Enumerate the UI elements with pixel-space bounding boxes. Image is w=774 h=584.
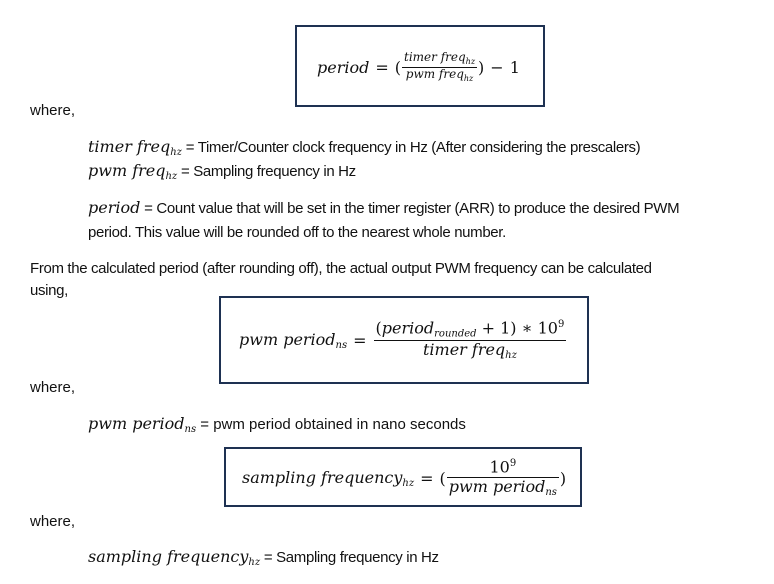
paragraph-line2: using, (30, 282, 68, 299)
open-paren: ( (394, 57, 402, 77)
formula-lhs: pwm periodns (239, 330, 347, 351)
definition-term: period (88, 198, 141, 217)
definition-term: pwm freqhz (88, 161, 178, 182)
formula-period: period = ( timer freqhz pwm freqhz ) − 1 (317, 49, 520, 85)
definition-term: sampling frequencyhz (88, 547, 261, 568)
term-text: pwm freq (88, 161, 166, 180)
definition-desc-line1: = Count value that will be set in the ti… (140, 200, 680, 217)
denominator: pwm periodns (447, 476, 559, 499)
formula-period-box: period = ( timer freqhz pwm freqhz ) − 1 (295, 25, 545, 107)
term-text: pwm period (88, 414, 185, 433)
term-sub: hz (165, 171, 178, 182)
numerator: timer freqhz (402, 50, 477, 67)
minus-sign: − (490, 57, 504, 77)
term-text: sampling frequency (88, 547, 249, 566)
term-text: timer freq (88, 137, 171, 156)
formula-pwm-period: pwm periodns = (periodrounded + 1) ∗ 109… (239, 314, 567, 366)
definition-desc: = Sampling frequency in Hz (260, 549, 439, 566)
denominator-sub: ns (545, 486, 557, 498)
numerator-sub: hz (465, 57, 476, 67)
numerator-text: timer freq (404, 50, 466, 65)
close-paren: ) (559, 468, 567, 488)
fraction-bar (402, 66, 478, 68)
formula-sampling-frequency-box: sampling frequencyhz = ( 109 pwm periodn… (224, 447, 582, 507)
fraction: timer freqhz pwm freqhz (402, 50, 478, 83)
denominator-text: pwm period (448, 476, 546, 496)
denominator-sub: hz (463, 73, 474, 83)
formula-sampling-frequency: sampling frequencyhz = ( 109 pwm periodn… (242, 453, 566, 503)
fraction-bar (373, 339, 567, 341)
definition-period: period = Count value that will be set in… (88, 198, 680, 218)
formula-lhs: sampling frequencyhz (242, 468, 414, 489)
numerator-base: 10 (489, 457, 510, 477)
equals-sign: = (353, 330, 367, 350)
open-paren: ( (375, 318, 382, 338)
denominator-text: pwm freq (405, 66, 464, 81)
lhs-sub: hz (402, 477, 415, 489)
where-label-1: where, (30, 102, 76, 119)
term-sub: hz (170, 147, 182, 158)
equals-sign: = (420, 468, 434, 488)
definition-term: timer freqhz (88, 137, 182, 158)
numerator: (periodrounded + 1) ∗ 109 (374, 318, 567, 340)
numerator-rest: + 1) ∗ 10 (476, 318, 558, 338)
definition-desc: = Sampling frequency in Hz (177, 163, 356, 180)
definition-term: pwm periodns (88, 414, 197, 435)
denominator: timer freqhz (421, 339, 519, 362)
fraction: 109 pwm periodns (446, 458, 559, 499)
definition-period-line2: period. This value will be rounded off t… (88, 224, 506, 241)
definition-sampling-frequency: sampling frequencyhz = Sampling frequenc… (88, 547, 439, 568)
fraction: (periodrounded + 1) ∗ 109 timer freqhz (373, 318, 567, 362)
denominator-sub: hz (505, 349, 517, 361)
denominator-text: timer freq (422, 339, 506, 359)
where-label-3: where, (30, 513, 76, 530)
definition-timer-freq: timer freqhz = Timer/Counter clock frequ… (88, 137, 641, 158)
lhs-sub: ns (335, 339, 348, 351)
numerator-exp: 9 (509, 457, 517, 469)
paragraph-line1: From the calculated period (after roundi… (30, 260, 652, 277)
denominator: pwm freqhz (404, 66, 475, 83)
where-label-2: where, (30, 379, 76, 396)
lhs-text: sampling frequency (242, 467, 403, 487)
term-sub: ns (184, 424, 197, 435)
equals-sign: = (375, 57, 389, 77)
constant-one: 1 (509, 57, 520, 77)
lhs-text: pwm period (239, 329, 336, 349)
numerator: 109 (487, 458, 518, 477)
close-paren: ) (478, 57, 485, 77)
numerator-sub: rounded (434, 328, 477, 340)
open-paren: ( (439, 468, 446, 488)
numerator-term: period (381, 318, 435, 338)
formula-period-lhs: period (317, 57, 370, 77)
definition-pwm-freq: pwm freqhz = Sampling frequency in Hz (88, 161, 356, 182)
definition-desc: = Timer/Counter clock frequency in Hz (A… (181, 139, 641, 156)
term-sub: hz (248, 557, 261, 568)
definition-desc: = pwm period obtained in nano seconds (196, 416, 466, 433)
fraction-bar (446, 476, 559, 478)
definition-pwm-period: pwm periodns = pwm period obtained in na… (88, 414, 466, 435)
formula-pwm-period-box: pwm periodns = (periodrounded + 1) ∗ 109… (219, 296, 589, 384)
numerator-exp: 9 (557, 318, 565, 330)
